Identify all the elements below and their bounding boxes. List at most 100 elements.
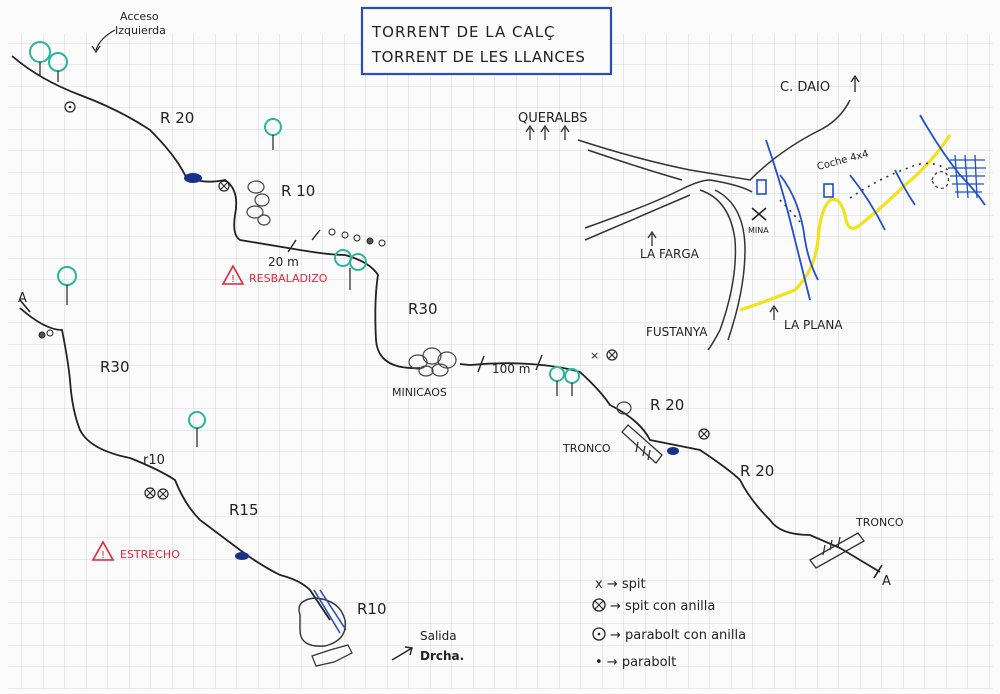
- mina-pick-icon: [751, 207, 767, 221]
- legend-parabolt-anilla: → parabolt con anilla: [610, 628, 746, 643]
- spit-anilla-icon: [698, 428, 710, 440]
- tronco-log-icon: [621, 424, 663, 464]
- warning-estrecho-label: ESTRECHO: [120, 548, 180, 561]
- river: [779, 174, 819, 281]
- arrow-up-icon: [850, 74, 860, 92]
- river: [919, 114, 986, 206]
- minicaos-label: MINICAOS: [392, 386, 447, 399]
- rappel-r20-right2: R 20: [740, 462, 774, 480]
- canyon-path-lower: [19, 307, 331, 621]
- canyon-path-middle: [459, 362, 881, 573]
- legend-spit: x → spit: [595, 577, 646, 592]
- parabolt-anilla-icon: [592, 627, 606, 641]
- rappel-r10-upper: R 10: [281, 182, 315, 200]
- warning-exclamation: !: [231, 274, 235, 285]
- pool-3: [235, 552, 249, 560]
- road: [699, 189, 737, 351]
- road: [584, 179, 753, 229]
- spit-icon: ×: [590, 349, 599, 362]
- boulder-icon: [616, 401, 632, 415]
- legend-parabolt: • → parabolt: [595, 655, 676, 670]
- warning-exclamation: !: [101, 550, 105, 561]
- tronco-label-1: TRONCO: [562, 442, 611, 455]
- minicaos-boulders-icon: [408, 347, 457, 377]
- arrow-up-icon: [525, 124, 535, 140]
- a-marker-right: [873, 564, 883, 579]
- map-la-plana: LA PLANA: [784, 318, 843, 332]
- legend-spit-anilla: → spit con anilla: [610, 599, 715, 614]
- boulders-icon: [246, 180, 271, 226]
- hatched-area: [948, 154, 986, 199]
- canyon-path-upper: [11, 55, 421, 369]
- distance-20m: 20 m: [268, 255, 299, 269]
- river: [849, 174, 886, 231]
- tree-icon: [57, 266, 77, 305]
- exit-label-line1: Salida: [420, 629, 457, 643]
- warning-icon: [91, 540, 115, 561]
- acceso-arrow: [95, 29, 116, 51]
- parabolt-anilla-icon: [64, 101, 76, 113]
- map-c-daio: C. DAIO: [780, 80, 830, 95]
- title-box: TORRENT DE LA CALÇ TORRENT DE LES LLANCE…: [360, 6, 613, 76]
- warning-resbaladizo: ! RESBALADIZO: [221, 264, 328, 285]
- rappel-r10-left: r10: [143, 453, 165, 468]
- pool-1: [184, 173, 202, 183]
- pool-2: [667, 447, 679, 455]
- tree-icon: [188, 411, 206, 447]
- acceso-label-line2: Izquierda: [115, 24, 166, 37]
- tree-icon: [29, 41, 68, 82]
- distance-100m: 100 m: [492, 362, 530, 376]
- arrow-up-icon: [540, 124, 550, 140]
- anchor-chain-icon: [38, 228, 386, 339]
- rappel-r20-top: R 20: [160, 109, 194, 127]
- spit-anilla-icon: [592, 598, 606, 612]
- road: [587, 149, 683, 181]
- a-label-left: A: [18, 291, 27, 306]
- rappel-r30-mid: R30: [408, 300, 438, 318]
- acceso-label-line1: Acceso: [120, 10, 159, 23]
- a-marker-left: [19, 299, 31, 313]
- map-la-farga: LA FARGA: [640, 247, 700, 261]
- title-line1: TORRENT DE LA CALÇ: [371, 23, 556, 41]
- warning-estrecho: ! ESTRECHO: [91, 540, 180, 561]
- turnaround-icon: [931, 171, 950, 189]
- grid-paper: [8, 34, 993, 689]
- mina-door-icon: [756, 179, 767, 195]
- road: [577, 99, 851, 181]
- map-fustanya: FUSTANYA: [646, 325, 708, 339]
- tree-icon: [549, 366, 580, 396]
- tree-icon: [334, 249, 367, 290]
- spit-anilla-icon: [606, 349, 618, 361]
- road: [714, 189, 746, 341]
- map-queralbs: QUERALBS: [518, 111, 588, 126]
- exit-label-line2: Drcha.: [420, 649, 464, 663]
- arrow-up-icon: [769, 304, 779, 320]
- rappel-r30-left: R30: [100, 358, 130, 376]
- arrow-up-icon: [647, 230, 657, 246]
- spit-anilla-icon: [218, 180, 230, 192]
- rappel-r10-bottom: R10: [357, 600, 387, 618]
- distance-tick-20m: [287, 229, 321, 253]
- spit-anilla-icon: [144, 487, 169, 500]
- road: [584, 194, 691, 241]
- coche-icon: [823, 183, 834, 198]
- bottom-boulder-icon: [298, 597, 347, 647]
- tronco-label-2: TRONCO: [855, 516, 904, 529]
- a-label-right: A: [882, 574, 891, 589]
- map-mina: MINA: [748, 226, 769, 235]
- warning-icon: [221, 264, 245, 285]
- tronco-log-icon: [809, 532, 865, 569]
- yellow-track: [739, 134, 952, 312]
- rappel-r20-right: R 20: [650, 396, 684, 414]
- acceso-arrowhead: [91, 45, 101, 54]
- distance-tick-100m: [477, 354, 543, 373]
- warning-resbaladizo-label: RESBALADIZO: [249, 272, 328, 285]
- waterfall-icon: [313, 589, 347, 634]
- log-icon: [311, 644, 353, 667]
- rappel-r15: R15: [229, 501, 259, 519]
- title-line2: TORRENT DE LES LLANCES: [371, 48, 585, 66]
- dotted-path: [779, 162, 949, 223]
- arrow-up-icon: [560, 124, 570, 140]
- river: [894, 169, 916, 206]
